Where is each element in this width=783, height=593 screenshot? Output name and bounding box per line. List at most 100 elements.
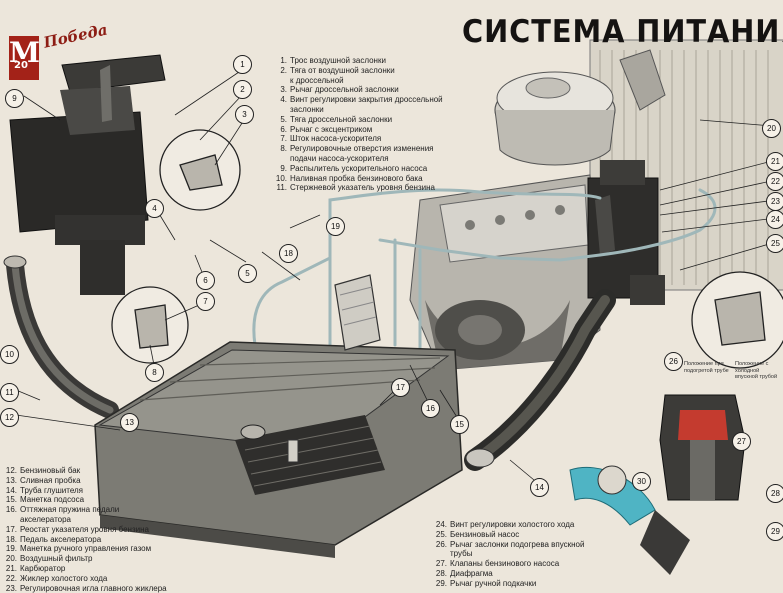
legend-text: Манетка ручного управления газом	[20, 544, 152, 554]
legend-number: 7.	[280, 134, 287, 144]
fuel-tank	[94, 341, 463, 558]
callout-12: 12	[0, 408, 19, 427]
detail-insets	[111, 129, 783, 369]
legend-text: Распылитель ускорительного насоса	[290, 163, 428, 173]
legend-text: Диафрагма	[450, 568, 493, 578]
legend-entry: 4.Винт регулировки закрытия дроссельной	[270, 95, 443, 105]
legend-number: 18.	[5, 534, 17, 544]
legend-number: 9.	[280, 163, 287, 173]
legend-number: 8.	[280, 144, 287, 154]
legend-entry: трубы	[430, 549, 584, 559]
callout-30: 30	[632, 472, 651, 491]
legend-entry: 11.Стержневой указатель уровня бензина	[270, 183, 443, 193]
callout-23: 23	[766, 192, 783, 211]
callout-8: 8	[145, 363, 164, 382]
callout-21: 21	[766, 152, 783, 171]
legend-entry: 26.Рычаг заслонки подогрева впускной	[430, 540, 585, 550]
legend-entry: 25.Бензиновый насос	[430, 530, 584, 540]
callout-11: 11	[0, 383, 19, 402]
legend-text: Манетка подсоса	[20, 495, 85, 505]
legend-text: Винт регулировки закрытия дроссельной	[290, 95, 443, 105]
legend-text: Регулировочная игла главного жиклера	[20, 583, 167, 593]
legend-text: Оттяжная пружина педали	[20, 505, 120, 515]
accelerator-pedal	[334, 274, 381, 351]
filler-pipe	[3, 255, 119, 419]
callout-14: 14	[530, 478, 549, 497]
callout-5: 5	[238, 264, 257, 283]
legend-number: 11.	[276, 183, 287, 193]
callout-20: 20	[762, 119, 781, 138]
legend-number: 13.	[5, 475, 17, 485]
carburetor-assembly	[587, 160, 665, 305]
callout-16: 16	[421, 399, 440, 418]
legend-number: 16.	[5, 505, 17, 515]
legend-entry: 22.Жиклер холостого хода	[0, 574, 167, 584]
legend-entry: 21.Карбюратор	[0, 564, 167, 574]
legend-number: 10.	[275, 173, 287, 183]
callout-2: 2	[233, 80, 252, 99]
legend-text: акселератора	[20, 514, 71, 524]
legend-number: 6.	[280, 124, 287, 134]
legend-text: Реостат указателя уровня бензина	[20, 524, 149, 534]
legend-text: Жиклер холостого хода	[20, 573, 108, 583]
legend-text: Винт регулировки холостого хода	[450, 520, 575, 529]
legend-entry: 6.Рычаг с эксцентриком	[270, 125, 443, 135]
legend-text: трубы	[450, 549, 473, 559]
legend-text: Бензиновый бак	[20, 466, 81, 475]
callout-4: 4	[145, 199, 164, 218]
legend-number: 3.	[280, 85, 287, 95]
legend-text: подачи насоса-ускорителя	[290, 153, 389, 163]
callout-3: 3	[235, 105, 254, 124]
legend-text: Шток насоса-ускорителя	[290, 134, 382, 144]
poster-title: СИСТЕМА ПИТАНИЯ	[462, 14, 783, 50]
legend-number: 22.	[5, 573, 17, 583]
legend-text: Регулировочные отверстия изменения	[290, 144, 434, 154]
legend-entry: 19.Манетка ручного управления газом	[0, 544, 167, 554]
legend-text: Рычаг дроссельной заслонки	[290, 85, 399, 95]
legend-entry: 9.Распылитель ускорительного насоса	[270, 164, 443, 174]
legend-entry: 10.Наливная пробка бензинового бака	[270, 174, 443, 184]
legend-entry: 3.Рычаг дроссельной заслонки	[270, 85, 443, 95]
legend-number: 25.	[435, 529, 447, 539]
callout-13: 13	[120, 413, 139, 432]
legend-text: Рычаг ручной подкачки	[450, 578, 537, 588]
callout-24: 24	[766, 210, 783, 229]
legend-entry: 17.Реостат указателя уровня бензина	[0, 525, 167, 535]
engine-block	[409, 174, 601, 371]
legend-entry: к дроссельной	[270, 76, 443, 86]
logo-model-number: 20	[14, 60, 28, 71]
callout-22: 22	[766, 172, 783, 191]
legend-entry: 5.Тяга дроссельной заслонки	[270, 115, 443, 125]
legend-number: 15.	[5, 495, 17, 505]
legend-text: Стержневой указатель уровня бензина	[290, 183, 435, 193]
callout-15: 15	[450, 415, 469, 434]
legend-text: Труба глушителя	[20, 485, 84, 495]
callout-18: 18	[279, 244, 298, 263]
legend-number: 19.	[5, 544, 17, 554]
note-line: впускной трубой	[735, 374, 778, 380]
carburetor-cutaway	[9, 54, 166, 295]
legend-text: Наливная пробка бензинового бака	[290, 173, 423, 183]
legend-number: 17.	[5, 524, 17, 534]
legend-entry: 12.Бензиновый бак	[0, 466, 167, 476]
legend-text: Педаль акселератора	[20, 534, 102, 544]
legend-entry: 16.Оттяжная пружина педали	[0, 505, 167, 515]
legend-number: 2.	[280, 65, 287, 75]
legend-number: 4.	[280, 95, 287, 105]
legend-number: 20.	[5, 554, 17, 564]
legend-number: 21.	[5, 563, 17, 573]
legend-entry: 24.Винт регулировки холостого хода	[430, 520, 584, 530]
note-line: холодной	[735, 367, 760, 374]
callout-9: 9	[5, 89, 24, 108]
legend-entry: 27.Клапаны бензинового насоса	[430, 559, 584, 569]
note-line: Положение при	[684, 361, 724, 367]
legend-text: Тяга дроссельной заслонки	[290, 114, 393, 124]
legend-number: 24.	[435, 520, 447, 529]
note-line: Положение с	[735, 361, 769, 367]
